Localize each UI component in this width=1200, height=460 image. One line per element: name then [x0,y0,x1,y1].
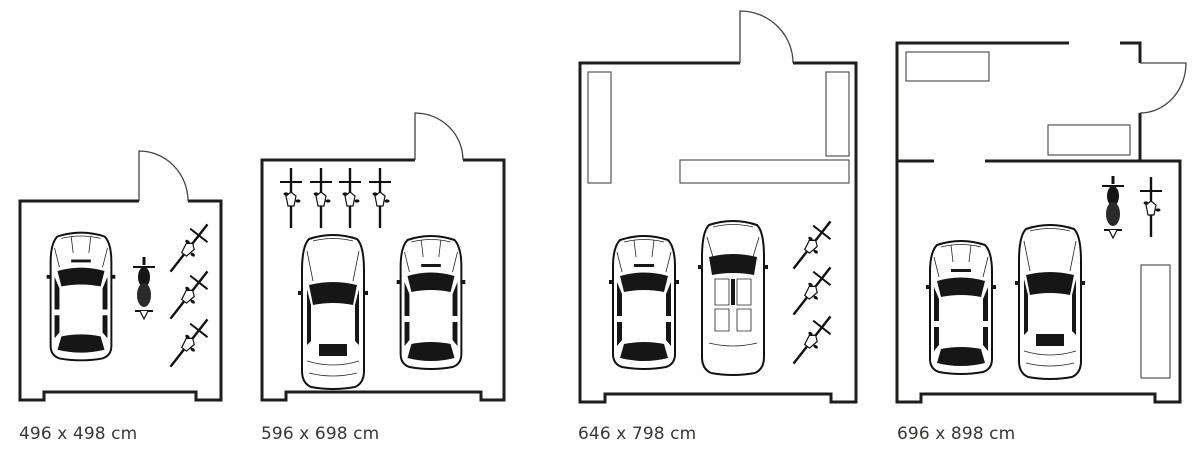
garage-plan-4 [895,41,1187,404]
garage-plan-2 [260,112,506,402]
plan-3-dimensions: 646 x 798 cm [578,424,697,444]
motorcycle [1101,175,1125,239]
garage-plan-1 [18,150,223,402]
motorcycle [132,256,156,320]
bicycle [367,166,393,230]
bicycle [278,166,304,230]
car-hatchback [925,240,997,375]
bicycle [308,166,334,230]
plan-4-dimensions: 696 x 898 cm [897,424,1016,444]
door-swing [739,10,794,64]
shelf [587,71,612,184]
shelf [1140,264,1171,379]
bicycle [160,263,218,327]
bicycle [1138,175,1164,239]
door-swing [1139,62,1187,114]
shelf [679,159,850,184]
plan-1-dimensions: 496 x 498 cm [19,424,138,444]
garage-plan-3 [578,10,858,404]
car-sedan [297,234,369,390]
storage-wall [1120,41,1142,63]
bicycle [160,311,218,375]
car-hatchback [45,231,117,362]
shelf [1047,124,1131,156]
plan-2-dimensions: 596 x 698 cm [261,424,380,444]
shelf [905,51,990,82]
outer-wall [18,199,223,402]
outer-wall [895,41,1182,404]
car-hatchback [395,235,467,370]
bicycle [783,213,841,277]
bicycle [337,166,363,230]
bicycle [783,259,841,323]
door-swing [138,150,189,202]
outer-wall [578,61,858,404]
car-hatchback [608,235,680,370]
outer-wall [260,158,506,402]
bicycle [160,216,218,280]
bicycle [783,308,841,372]
car-sedan [1014,224,1086,380]
car-convertible [697,220,769,376]
door-swing [414,112,464,161]
shelf [825,71,850,157]
